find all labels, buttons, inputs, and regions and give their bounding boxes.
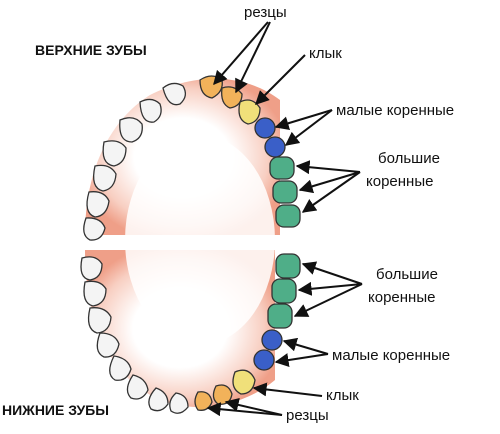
tooth xyxy=(80,256,103,281)
tooth xyxy=(86,191,110,218)
upper-premolars xyxy=(254,117,286,158)
lower-molars xyxy=(267,253,301,329)
lower-molar-2 xyxy=(271,278,297,304)
tooth xyxy=(169,392,189,414)
arrow-upper-premolars-b xyxy=(284,109,333,146)
arrow-lower-premolars-a xyxy=(282,337,329,355)
label-lower-canine: клык xyxy=(326,387,359,404)
label-lower-incisors: резцы xyxy=(286,407,329,424)
upper-teeth-heading: ВЕРХНИЕ ЗУБЫ xyxy=(35,42,147,58)
lower-molar-1 xyxy=(267,303,293,329)
label-lower-molars-1: большие xyxy=(376,266,438,283)
arrow-lower-molars-c xyxy=(293,283,363,317)
upper-premolar-2 xyxy=(264,136,286,158)
upper-molar-3 xyxy=(275,204,301,228)
arrow-upper-molars-a xyxy=(295,160,361,175)
tooth xyxy=(83,217,106,241)
arrow-lower-canine xyxy=(252,382,323,397)
label-upper-molars-2: коренные xyxy=(366,173,433,190)
tooth xyxy=(87,307,112,334)
label-upper-molars-1: большие xyxy=(378,150,440,167)
lower-premolars xyxy=(253,329,283,371)
arrow-lower-molars-b xyxy=(297,281,363,296)
arrow-lower-incisors-a xyxy=(224,398,283,416)
arrow-upper-premolars-a xyxy=(274,109,333,131)
tooth xyxy=(109,355,132,381)
label-upper-premolars: малые коренные xyxy=(336,102,454,119)
tooth xyxy=(96,332,120,358)
label-lower-premolars: малые коренные xyxy=(332,347,450,364)
lower-left-teeth xyxy=(80,256,189,414)
lower-premolar-2 xyxy=(261,329,283,351)
upper-molars xyxy=(269,156,301,228)
tooth xyxy=(102,140,127,167)
arrow-upper-molars-c xyxy=(301,171,361,213)
palate-center xyxy=(125,135,275,345)
upper-molar-1 xyxy=(269,156,295,180)
arrow-upper-molars-b xyxy=(298,171,361,194)
upper-canine xyxy=(238,99,261,125)
tooth xyxy=(119,117,143,143)
arrow-upper-incisors-a xyxy=(213,21,269,86)
label-upper-incisors: резцы xyxy=(244,4,287,21)
label-lower-molars-2: коренные xyxy=(368,289,435,306)
lower-premolar-1 xyxy=(253,349,275,371)
tooth xyxy=(83,280,107,307)
lower-incisor-2 xyxy=(212,384,233,405)
lower-teeth-heading: НИЖНИЕ ЗУБЫ xyxy=(2,402,109,418)
tooth xyxy=(162,82,187,106)
arrow-lower-molars-a xyxy=(301,261,363,285)
arrow-lower-incisors-b xyxy=(206,402,283,417)
upper-premolar-1 xyxy=(254,117,276,139)
lower-canine xyxy=(232,369,256,395)
tooth xyxy=(139,98,162,123)
lower-molar-3 xyxy=(275,253,301,279)
tooth xyxy=(148,387,169,412)
tooth xyxy=(92,164,117,192)
tooth xyxy=(126,374,149,400)
upper-left-teeth xyxy=(83,82,187,241)
arrow-upper-canine xyxy=(255,54,306,105)
label-upper-canine: клык xyxy=(309,45,342,62)
arrow-lower-premolars-b xyxy=(274,353,329,368)
pointer-arrows xyxy=(206,21,363,417)
arrow-upper-incisors-b xyxy=(235,21,271,94)
upper-molar-2 xyxy=(272,180,298,204)
